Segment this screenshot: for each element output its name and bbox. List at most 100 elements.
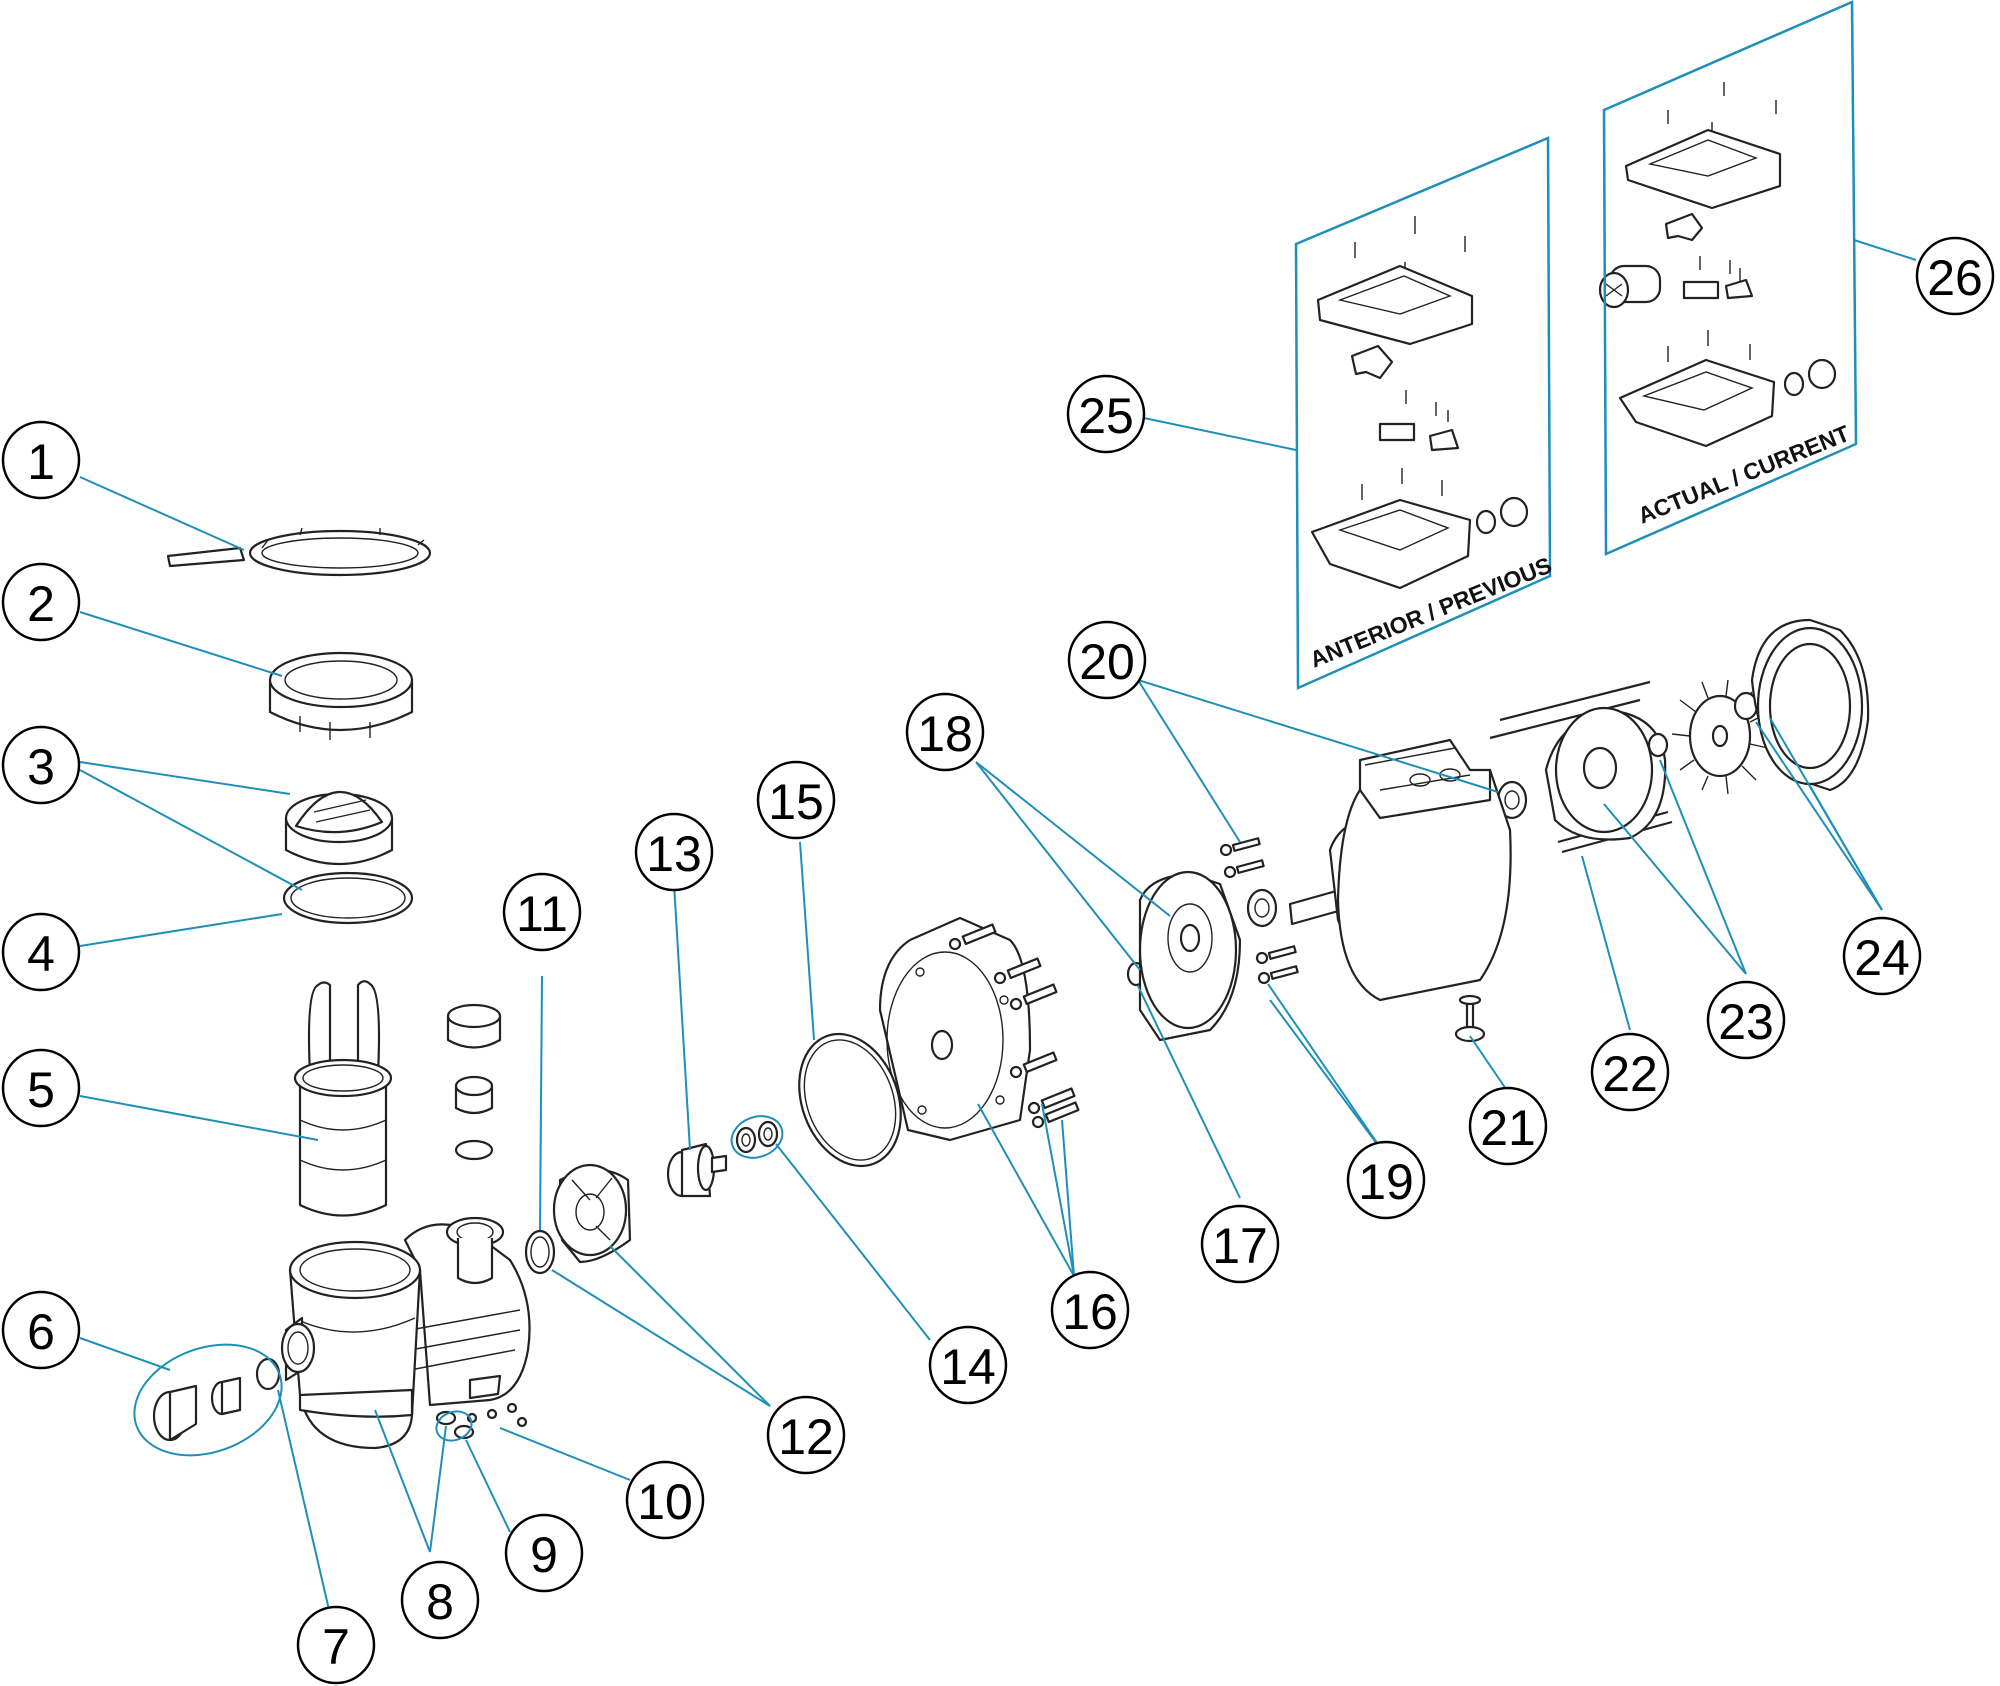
leader-5 [79, 1095, 319, 1141]
leader-13 [673, 883, 691, 1151]
callout-number: 23 [1718, 994, 1774, 1050]
part-pump-housing [280, 1216, 531, 1450]
leader-lines [79, 239, 1917, 1641]
leader-19a [1267, 983, 1387, 1157]
panel-current-label: ACTUAL / CURRENT [1634, 420, 1853, 529]
panel-previous: ANTERIOR / PREVIOUS [1294, 136, 1555, 690]
leader-22 [1581, 855, 1631, 1031]
screws-top-previous [1354, 216, 1466, 278]
part-motor-foot-bolt [1454, 994, 1486, 1043]
callout-14: 14 [928, 1325, 1008, 1405]
leader-20a [1137, 679, 1241, 843]
part-locking-ring [268, 651, 414, 740]
part-union-set-spare [446, 1003, 502, 1161]
part-drain-plugs [435, 1402, 528, 1440]
leader-19b [1269, 999, 1387, 1157]
callout-circle [1200, 1204, 1280, 1284]
callout-circle [1, 912, 81, 992]
callout-number: 17 [1212, 1218, 1268, 1274]
callout-number: 22 [1602, 1046, 1658, 1102]
part-fan-cover [1750, 618, 1870, 792]
callout-1: 1 [1, 420, 81, 500]
callout-number: 10 [637, 1474, 693, 1530]
callout-10: 10 [625, 1460, 705, 1540]
callout-number: 13 [646, 826, 702, 882]
callout-24: 24 [1842, 916, 1922, 996]
callout-number: 3 [27, 739, 55, 795]
callout-circle [1, 420, 81, 500]
part-lid-o-ring [282, 871, 414, 925]
part-seal-plate-bolts [948, 923, 1080, 1129]
callout-circle [1468, 1086, 1548, 1166]
part-lid-ring-wrench [166, 527, 432, 577]
part-motor-fan [1671, 679, 1769, 795]
leader-23a [1603, 803, 1747, 975]
callout-18: 18 [905, 692, 985, 772]
leader-23b [1659, 759, 1747, 975]
callout-circle [634, 812, 714, 892]
callout-number: 12 [778, 1409, 834, 1465]
callout-circle [1706, 980, 1786, 1060]
leader-16a [977, 1103, 1075, 1277]
leader-3a [79, 761, 291, 795]
callout-number: 6 [27, 1304, 55, 1360]
leader-6 [79, 1337, 171, 1371]
part-terminal-box-current [1598, 82, 1837, 448]
leader-8-ring [435, 1410, 473, 1442]
callout-number: 4 [27, 926, 55, 982]
callout-circle [504, 1513, 584, 1593]
part-pump-lid [284, 790, 394, 865]
callout-circle [1, 562, 81, 642]
leader-8b [429, 1425, 447, 1553]
leader-4 [79, 913, 283, 947]
callout-circle [1346, 1140, 1426, 1220]
callout-number: 8 [426, 1574, 454, 1630]
callout-3: 3 [1, 725, 81, 805]
part-diffuser-o-ring [524, 1229, 556, 1275]
leader-7 [277, 1389, 337, 1641]
callout-12: 12 [766, 1395, 846, 1475]
callout-5: 5 [1, 1048, 81, 1128]
callout-number: 24 [1854, 930, 1910, 986]
callout-19: 19 [1346, 1140, 1426, 1220]
part-motor [1288, 738, 1512, 1002]
leader-14 [775, 1143, 931, 1341]
leader-9 [465, 1439, 511, 1533]
part-terminal-box-previous [1310, 216, 1529, 590]
callout-circle [1915, 236, 1995, 316]
callout-number: 14 [940, 1339, 996, 1395]
callout-20: 20 [1067, 620, 1147, 700]
callout-circle [296, 1605, 376, 1685]
pump-parts [152, 82, 1870, 1450]
callout-8: 8 [400, 1560, 480, 1640]
callout-number: 25 [1078, 388, 1134, 444]
leader-12b [609, 1245, 771, 1407]
callout-circle [1, 1290, 81, 1370]
callout-group: 1234567891011121314151617181920212223242… [1, 236, 1995, 1685]
callout-circle [1067, 620, 1147, 700]
callout-number: 21 [1480, 1100, 1536, 1156]
callout-number: 2 [27, 576, 55, 632]
callout-6: 6 [1, 1290, 81, 1370]
leader-12a [551, 1269, 771, 1407]
leader-11 [539, 975, 543, 1231]
callout-15: 15 [756, 760, 836, 840]
callout-7: 7 [296, 1605, 376, 1685]
callout-circle [1, 725, 81, 805]
callout-9: 9 [504, 1513, 584, 1593]
panel-current-frame [1602, 0, 1858, 556]
leader-24c [1809, 785, 1883, 911]
leader-10 [499, 1427, 631, 1481]
callout-23: 23 [1706, 980, 1786, 1060]
callout-circle [756, 760, 836, 840]
callout-circle [625, 1460, 705, 1540]
callout-4: 4 [1, 912, 81, 992]
leader-2 [79, 611, 283, 677]
callout-number: 18 [917, 706, 973, 762]
leader-17 [1137, 985, 1241, 1199]
callout-17: 17 [1200, 1204, 1280, 1284]
callout-number: 11 [516, 886, 568, 942]
callout-number: 1 [27, 434, 55, 490]
callout-circle [928, 1325, 1008, 1405]
leader-16b [1041, 1103, 1075, 1277]
